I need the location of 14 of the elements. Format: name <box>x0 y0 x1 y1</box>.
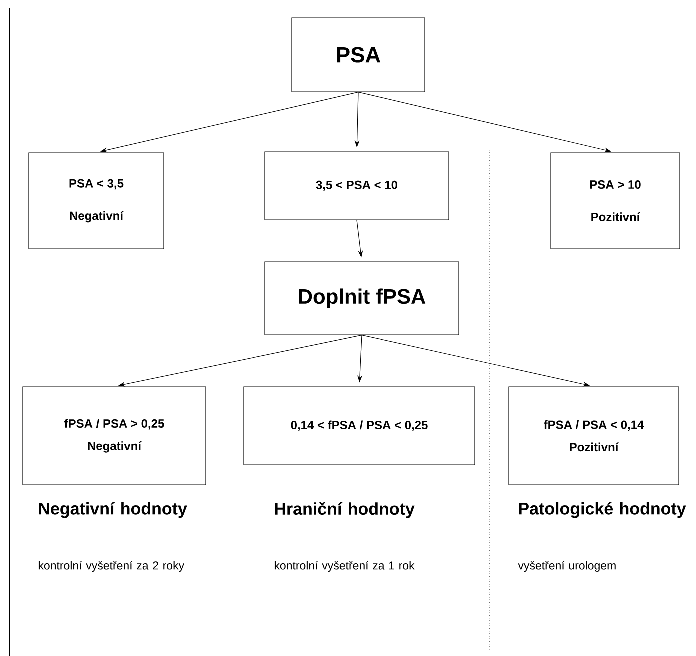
process-box: PSA > 10 Pozitivní <box>550 152 680 250</box>
process-box: PSA <box>292 18 426 92</box>
process-box: fPSA / PSA < 0,14 Pozitivní <box>508 386 680 486</box>
note-text: kontrolní vyšetření za 1 rok <box>274 561 415 572</box>
group-heading: Negativní hodnoty <box>39 502 188 518</box>
process-box: PSA < 3,5 Negativní <box>28 152 164 250</box>
group-heading: Hraniční hodnoty <box>275 502 415 518</box>
process-box: 3,5 < PSA < 10 <box>264 152 450 220</box>
note-text: kontrolní vyšetření za 2 roky <box>38 561 185 572</box>
note-text: vyšetření urologem <box>518 561 616 572</box>
process-box: 0,14 < fPSA / PSA < 0,25 <box>244 386 476 466</box>
group-heading: Patologické hodnoty <box>519 502 686 518</box>
process-box: fPSA / PSA > 0,25 Negativní <box>22 386 206 486</box>
process-box: Doplnit fPSA <box>264 262 460 336</box>
